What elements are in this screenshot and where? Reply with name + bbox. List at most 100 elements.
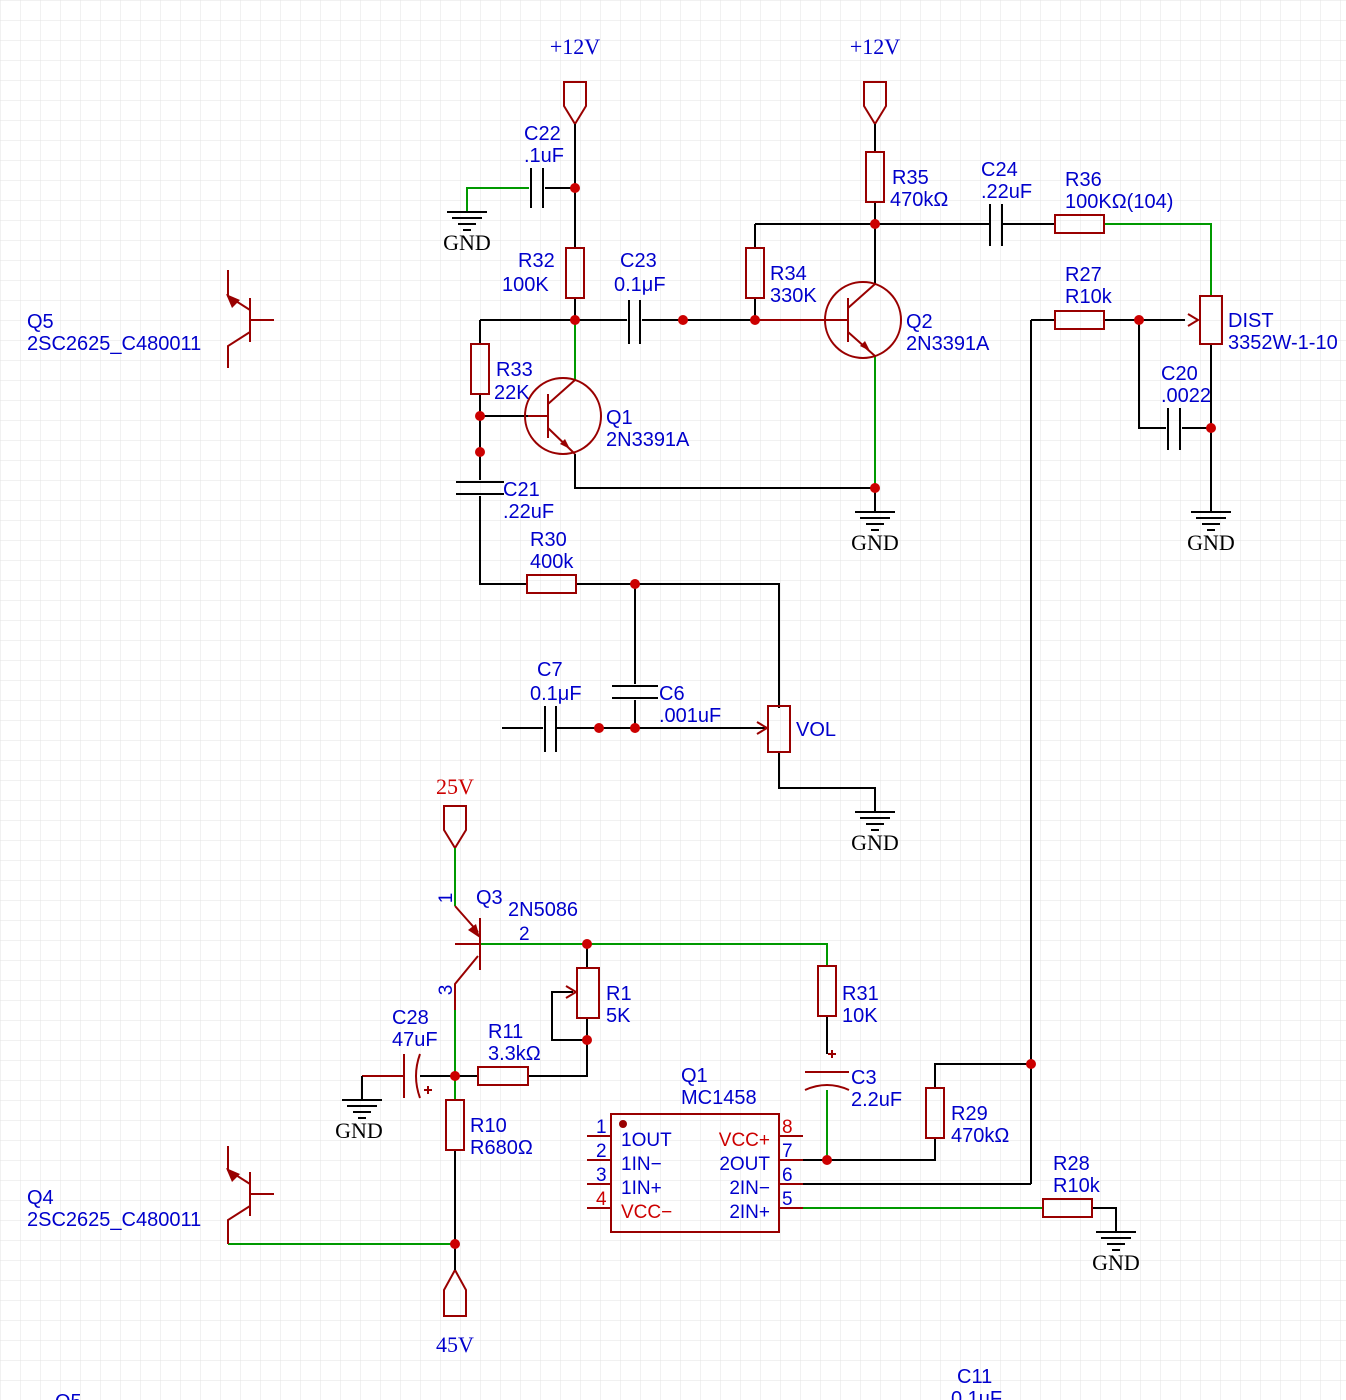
resistor-r27[interactable]: R27 R10k — [1054, 264, 1113, 330]
resistor-r36[interactable]: R36 100KΩ(104) — [1054, 169, 1173, 234]
ground-q2[interactable]: GND — [851, 511, 899, 555]
capacitor-c7[interactable]: C7 0.1μF — [530, 659, 582, 752]
gnd-label: GND — [335, 1118, 383, 1143]
capacitor-c24[interactable]: C24 .22uF — [981, 159, 1032, 246]
u1-pin6-num: 6 — [782, 1165, 793, 1186]
q2-ref: Q2 — [906, 311, 933, 333]
ground-c28[interactable]: GND — [335, 1099, 383, 1143]
r33-value: 22K — [494, 382, 530, 404]
power-port-12v-left[interactable]: +12V — [550, 34, 600, 126]
gnd-label: GND — [443, 230, 491, 255]
c11-value: 0.1uF — [951, 1388, 1002, 1400]
potentiometer-dist[interactable]: DIST 3352W-1-10 — [1187, 295, 1338, 354]
transistor-q1[interactable]: Q1 2N3391A — [524, 377, 690, 455]
resistor-r10[interactable]: R10 R680Ω — [445, 1099, 533, 1159]
c28-value: 47uF — [392, 1029, 438, 1051]
capacitor-c3[interactable]: C3 2.2uF — [804, 1050, 902, 1111]
c3-value: 2.2uF — [851, 1089, 902, 1111]
transistor-q4[interactable]: Q4 2SC2625_C480011 — [27, 1146, 274, 1244]
u1-pin4-name: VCC− — [621, 1202, 672, 1223]
q1-value: 2N3391A — [606, 429, 690, 451]
ground-c22[interactable]: GND — [443, 211, 491, 255]
capacitor-c21[interactable]: C21 .22uF — [456, 479, 554, 523]
capacitor-c11-partial[interactable]: C11 0.1uF — [951, 1366, 1002, 1400]
resistor-r32[interactable]: R32 100K — [502, 247, 585, 299]
c20-ref: C20 — [1161, 363, 1198, 385]
resistor-r29[interactable]: R29 470kΩ — [925, 1087, 1009, 1147]
capacitor-c6[interactable]: C6 .001uF — [612, 683, 721, 727]
q3-pin1: 1 — [436, 893, 457, 904]
r34-ref: R34 — [770, 263, 807, 285]
gnd-label: GND — [851, 530, 899, 555]
c22-value: .1uF — [524, 145, 564, 167]
c3-ref: C3 — [851, 1067, 877, 1089]
resistor-r33[interactable]: R33 22K — [470, 343, 533, 404]
resistor-r28[interactable]: R28 R10k — [1042, 1153, 1101, 1218]
q4-ref: Q4 — [27, 1187, 54, 1209]
u1-value: MC1458 — [681, 1087, 757, 1109]
u1-pin2-name: 1IN− — [621, 1154, 662, 1175]
r33-ref: R33 — [496, 359, 533, 381]
power-port-25v[interactable]: 25V — [436, 774, 474, 850]
vol-ref: VOL — [796, 719, 836, 741]
c23-value: 0.1μF — [614, 274, 666, 296]
ground-dist[interactable]: GND — [1187, 511, 1235, 555]
q5-value: 2SC2625_C480011 — [27, 333, 201, 355]
ground-vol[interactable]: GND — [851, 811, 899, 855]
resistor-r35[interactable]: R35 470kΩ — [865, 151, 948, 211]
r31-ref: R31 — [842, 983, 879, 1005]
power-label-25v: 25V — [436, 774, 474, 799]
ic-mc1458[interactable]: Q1 MC1458 1 1OUT 2 1IN− 3 1IN+ 4 VCC− 8 … — [587, 1065, 803, 1233]
potentiometer-vol[interactable]: VOL — [756, 705, 836, 753]
q3-pin3: 3 — [436, 985, 457, 996]
q2-value: 2N3391A — [906, 333, 990, 355]
r34-value: 330K — [770, 285, 817, 307]
c24-ref: C24 — [981, 159, 1018, 181]
q5-bottom-ref: Q5 — [55, 1391, 82, 1400]
ground-r28[interactable]: GND — [1092, 1231, 1140, 1275]
r28-value: R10k — [1053, 1175, 1101, 1197]
r32-value: 100K — [502, 274, 549, 296]
power-port-12v-right[interactable]: +12V — [850, 34, 900, 126]
capacitor-c28[interactable]: C28 47uF — [392, 1007, 438, 1099]
q5-ref: Q5 — [27, 311, 54, 333]
u1-pin3-num: 3 — [596, 1165, 607, 1186]
capacitor-c22[interactable]: C22 .1uF — [524, 123, 564, 208]
u1-pin5-num: 5 — [782, 1189, 793, 1210]
c6-ref: C6 — [659, 683, 685, 705]
c20-value: .0022 — [1161, 385, 1211, 407]
c22-ref: C22 — [524, 123, 561, 145]
transistor-q5-bottom-partial[interactable]: Q5 — [55, 1391, 82, 1400]
r10-value: R680Ω — [470, 1137, 533, 1159]
transistor-q5[interactable]: Q5 2SC2625_C480011 — [27, 270, 274, 368]
r27-value: R10k — [1065, 286, 1113, 308]
u1-pin5-name: 2IN+ — [729, 1202, 770, 1223]
u1-pin4-num: 4 — [596, 1189, 607, 1210]
capacitor-c23[interactable]: C23 0.1μF — [614, 250, 666, 344]
r31-value: 10K — [842, 1005, 878, 1027]
r1-ref: R1 — [606, 983, 632, 1005]
resistor-r11[interactable]: R11 3.3kΩ — [477, 1021, 541, 1086]
q3-pin2: 2 — [519, 924, 530, 945]
power-label-12v-left: +12V — [550, 34, 600, 59]
u1-pin8-num: 8 — [782, 1117, 793, 1138]
u1-pin2-num: 2 — [596, 1141, 607, 1162]
transistor-q3[interactable]: Q3 2N5086 1 2 3 — [436, 887, 578, 1010]
capacitor-c20[interactable]: C20 .0022 — [1161, 363, 1211, 450]
resistor-r31[interactable]: R31 10K — [817, 965, 879, 1027]
u1-ref: Q1 — [681, 1065, 708, 1087]
u1-pin7-num: 7 — [782, 1141, 793, 1162]
power-label-12v-right: +12V — [850, 34, 900, 59]
resistor-r34[interactable]: R34 330K — [745, 247, 817, 307]
power-port-45v[interactable]: 45V — [436, 1267, 474, 1357]
u1-pin3-name: 1IN+ — [621, 1178, 662, 1199]
r1-value: 5K — [606, 1005, 631, 1027]
u1-pin6-name: 2IN− — [729, 1178, 770, 1199]
potentiometer-r1[interactable]: R1 5K — [565, 967, 632, 1027]
r27-ref: R27 — [1065, 264, 1102, 286]
transistor-q2[interactable]: Q2 2N3391A — [824, 281, 990, 359]
r36-value: 100KΩ(104) — [1065, 191, 1173, 213]
resistor-r30[interactable]: R30 400k — [526, 529, 577, 594]
